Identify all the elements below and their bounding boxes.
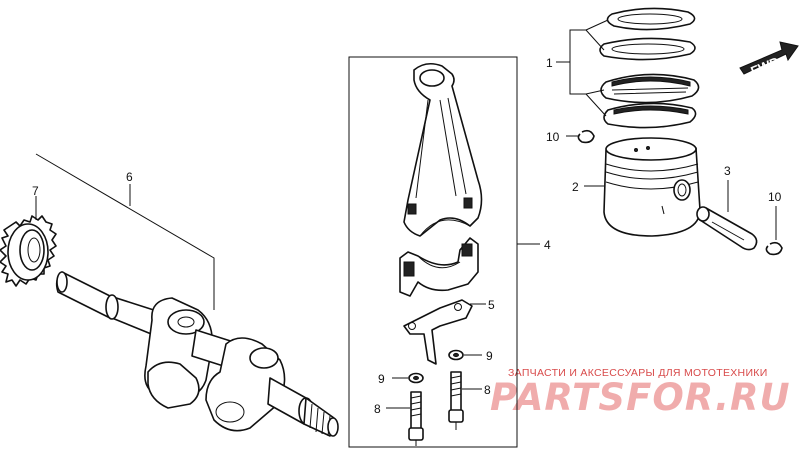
callout-pin-clip-right: 10: [768, 190, 782, 204]
piston: [603, 137, 701, 237]
lock-washer-right: [448, 349, 464, 361]
watermark-tagline: ЗАПЧАСТИ И АКСЕССУАРЫ ДЛЯ МОТОТЕХНИКИ: [508, 367, 768, 379]
watermark: ЗАПЧАСТИ И АКСЕССУАРЫ ДЛЯ МОТОТЕХНИКИ PA…: [490, 367, 791, 419]
callout-pin-clip-left: 10: [546, 130, 560, 144]
rod-bolt-left: [408, 391, 424, 446]
callout-connecting-rod: 4: [544, 238, 551, 252]
callout-crankshaft: 6: [126, 170, 133, 184]
leader-1-bracket: [569, 29, 586, 95]
callout-rod-bolt-left: 8: [374, 402, 381, 416]
timing-gear: [0, 215, 57, 287]
rod-cap: [399, 237, 479, 297]
pin-clip-right: [765, 241, 783, 256]
connecting-rod-group-box: [348, 56, 518, 448]
piston-pin: [696, 206, 758, 251]
lock-washer-left: [408, 372, 424, 384]
callout-lock-washer-left: 9: [378, 372, 385, 386]
crankshaft: [55, 271, 339, 437]
pin-clip-left: [577, 129, 595, 144]
leader-6-line: [35, 153, 215, 310]
fwd-label: FWD: [749, 54, 782, 79]
piston-rings: [599, 7, 700, 129]
callout-timing-gear: 7: [32, 184, 39, 198]
callout-piston-rings: 1: [546, 56, 553, 70]
callout-piston-pin: 3: [724, 164, 731, 178]
oil-dipper: [403, 299, 473, 365]
callout-lock-washer-right: 9: [486, 349, 493, 363]
connecting-rod: [403, 62, 483, 237]
rod-bolt-right: [448, 371, 464, 430]
callout-oil-dipper: 5: [488, 298, 495, 312]
fwd-direction-arrow: FWD: [739, 41, 799, 79]
callout-piston: 2: [572, 180, 579, 194]
callout-rod-bolt-right: 8: [484, 383, 491, 397]
watermark-site: PARTSFOR.RU: [490, 376, 791, 419]
